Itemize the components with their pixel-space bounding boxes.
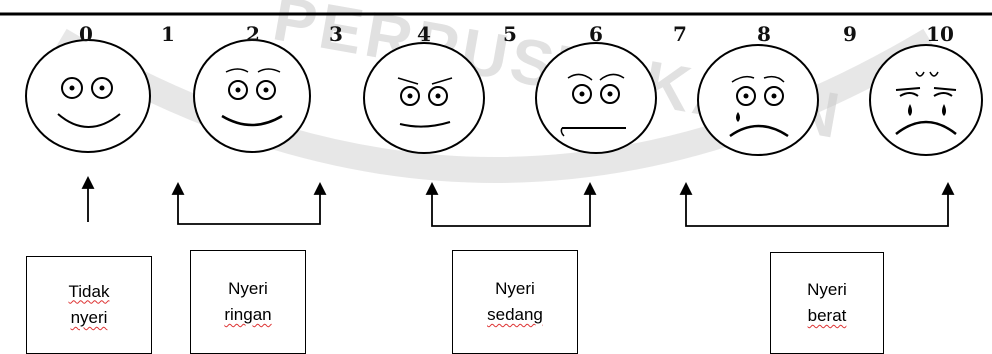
category-label-line1: Tidak [68,281,110,301]
category-label-line2: sedang [487,305,543,324]
scale-number-10: 10 [926,22,954,46]
category-label-line2: ringan [224,305,272,324]
category-label-line1: Nyeri [807,279,847,299]
scale-number-8: 8 [757,22,771,46]
category-label-line2: berat [807,306,847,325]
scale-number-6: 6 [589,22,603,46]
scale-number-0: 0 [79,22,93,46]
scale-number-7: 7 [673,22,687,46]
category-label-line2: nyeri [70,308,108,327]
category-box-tidak-nyeri: Tidak nyeri [26,256,152,354]
scale-number-2: 2 [246,22,260,46]
scale-number-4: 4 [417,22,431,46]
scale-number-3: 3 [329,22,343,46]
scale-number-9: 9 [843,22,857,46]
neutral-face-icon [363,42,485,154]
smiling-face-icon [25,39,151,153]
category-label-line1: Nyeri [495,278,535,298]
bracket-nyeri-berat [679,181,955,227]
sad-tearful-face-icon [697,44,819,156]
pain-scale-diagram [0,12,992,227]
frowning-face-icon [535,42,657,154]
category-box-nyeri-sedang: Nyeri sedang [452,250,578,354]
slight-smile-face-icon [193,39,311,153]
bracket-nyeri-sedang [425,181,597,227]
category-box-nyeri-ringan: Nyeri ringan [190,250,306,354]
scale-number-1: 1 [161,22,175,46]
category-box-nyeri-berat: Nyeri berat [770,252,884,354]
bracket-nyeri-ringan [171,181,327,225]
category-label-line1: Nyeri [228,278,268,298]
scale-number-5: 5 [503,22,517,46]
crying-face-icon [869,44,983,156]
arrow-tidak-nyeri [81,175,95,222]
